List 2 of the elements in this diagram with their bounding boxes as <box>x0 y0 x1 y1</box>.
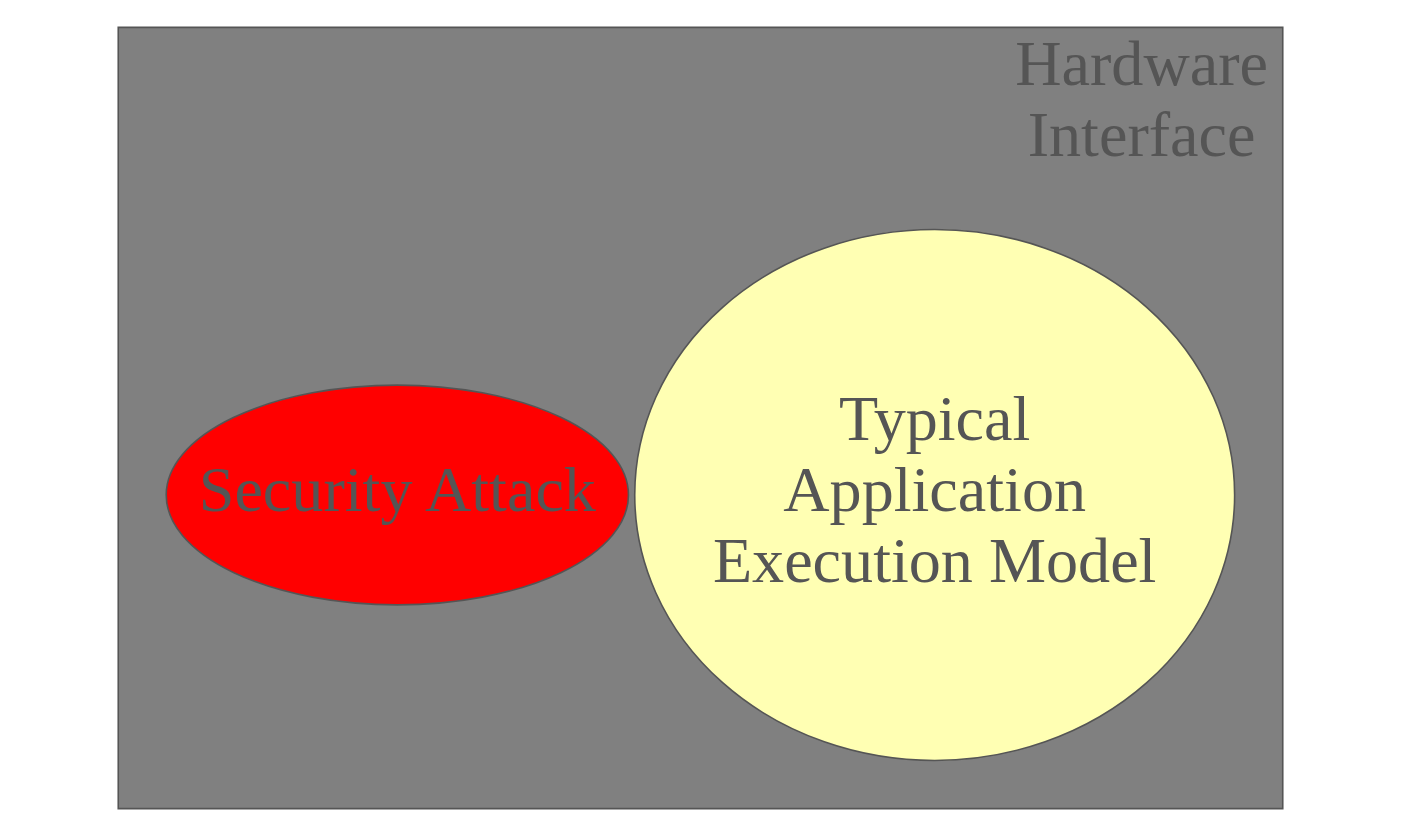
node-ellipse: Typical Application Execution Model <box>633 228 1236 762</box>
node-ellipse: Security Attack <box>165 384 630 606</box>
